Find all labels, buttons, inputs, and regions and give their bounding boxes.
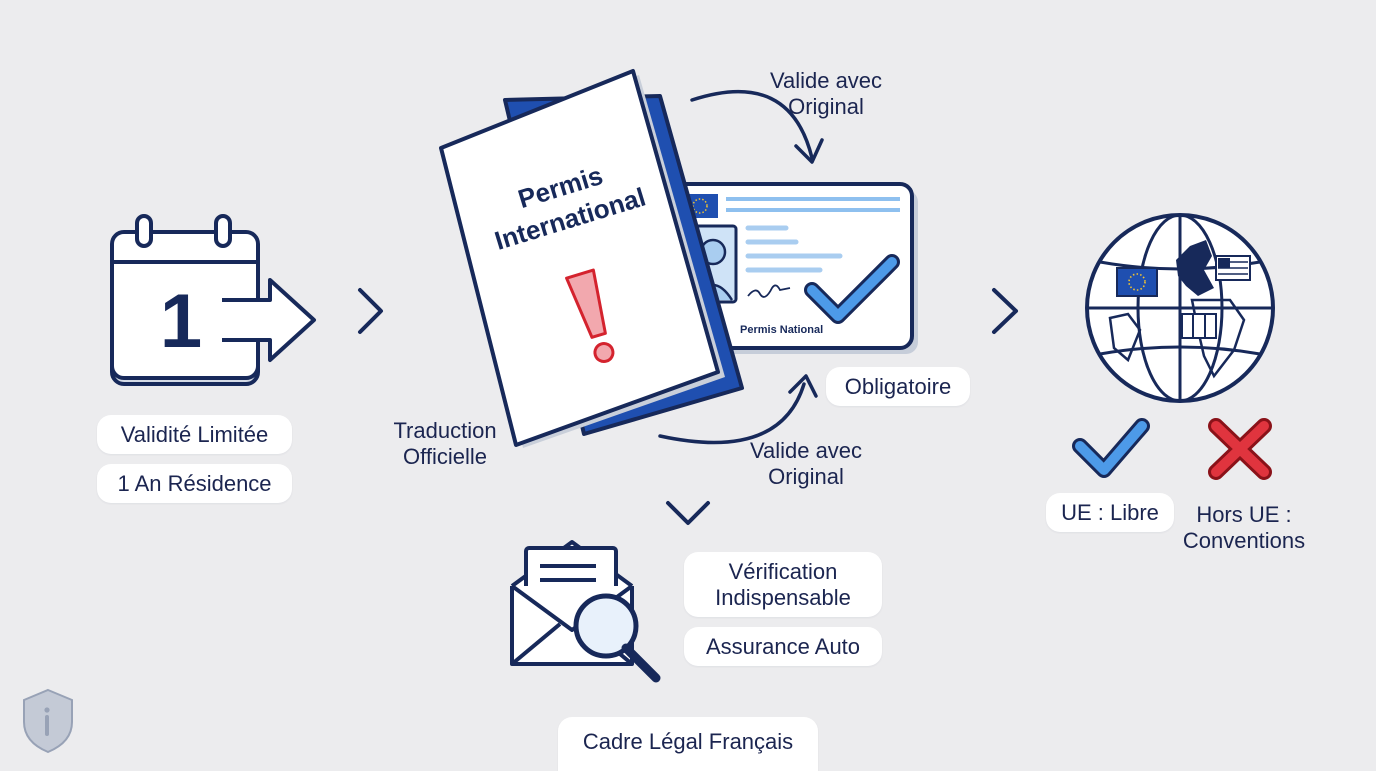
national-license-caption: Permis National: [740, 324, 823, 336]
shield-info-icon: [23, 688, 73, 754]
validity-limited-label: Validité Limitée: [97, 415, 292, 454]
valid-with-original-bottom-label: Valide avec Original: [749, 438, 863, 489]
globe-icon: [1085, 213, 1275, 403]
arrow-right-icon: [222, 278, 316, 362]
valid-with-original-top-label: Valide avec Original: [769, 68, 883, 119]
cross-icon: [1208, 418, 1272, 480]
check-icon: [807, 257, 897, 321]
mandatory-badge: Obligatoire: [826, 367, 970, 406]
envelope-search-icon: [510, 540, 661, 683]
flag-icon: [1181, 313, 1217, 339]
curved-arrow-bottom-icon: [658, 382, 806, 445]
eu-flag-icon: [1116, 267, 1158, 297]
international-permit-booklet-icon: Permis International: [439, 69, 744, 448]
europe-shape-icon: [1176, 240, 1214, 296]
signature-icon: [747, 284, 791, 298]
official-translation-label: Traduction Officielle: [393, 418, 497, 469]
curved-arrow-top-icon: [690, 89, 814, 160]
chevron-right-icon: [358, 288, 383, 334]
non-eu-conventions-label: Hors UE : Conventions: [1182, 502, 1306, 553]
chevron-right-icon: [992, 288, 1018, 334]
french-legal-frame-label: Cadre Légal Français: [558, 717, 818, 771]
check-icon: [1072, 418, 1150, 478]
residence-one-year-label: 1 An Résidence: [97, 464, 292, 503]
calendar-day-number: 1: [160, 279, 202, 364]
exclamation-warning-icon: [565, 268, 615, 364]
chevron-down-icon: [666, 501, 710, 525]
verification-required-label: Vérification Indispensable: [684, 552, 882, 617]
eu-free-label: UE : Libre: [1046, 493, 1174, 532]
car-insurance-label: Assurance Auto: [684, 627, 882, 666]
magnifier-icon: [573, 593, 639, 659]
